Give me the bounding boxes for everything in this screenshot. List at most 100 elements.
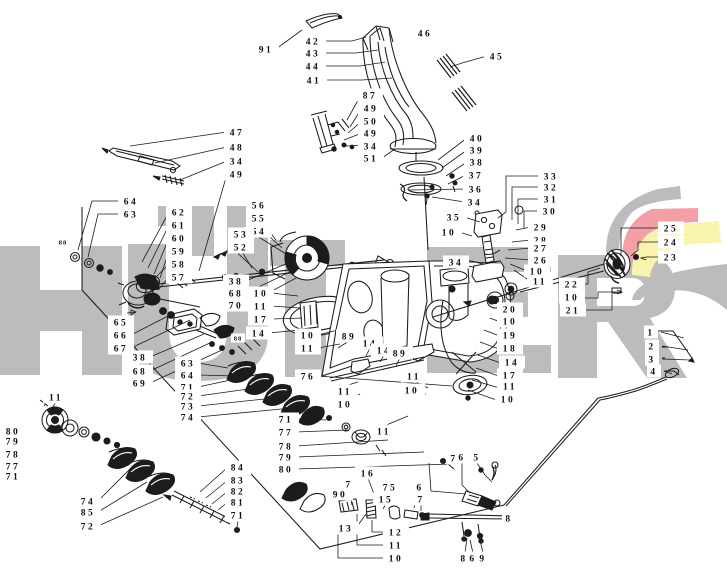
svg-text:63: 63 bbox=[181, 360, 196, 370]
svg-text:63: 63 bbox=[124, 211, 139, 221]
svg-text:53: 53 bbox=[234, 231, 249, 241]
svg-text:27: 27 bbox=[534, 245, 549, 255]
svg-text:67: 67 bbox=[114, 345, 129, 355]
svg-text:65: 65 bbox=[114, 319, 129, 329]
svg-text:34: 34 bbox=[468, 199, 483, 209]
svg-text:89: 89 bbox=[342, 333, 357, 343]
svg-text:77: 77 bbox=[279, 429, 294, 439]
svg-text:18: 18 bbox=[503, 345, 518, 355]
svg-text:56: 56 bbox=[252, 202, 267, 212]
svg-text:6: 6 bbox=[469, 555, 476, 565]
svg-text:71: 71 bbox=[6, 473, 21, 483]
svg-text:44: 44 bbox=[306, 63, 321, 73]
svg-text:54: 54 bbox=[252, 228, 267, 238]
svg-text:8: 8 bbox=[505, 515, 512, 525]
svg-text:83: 83 bbox=[231, 477, 246, 487]
svg-text:24: 24 bbox=[664, 239, 679, 249]
svg-text:36: 36 bbox=[469, 186, 484, 196]
svg-text:84: 84 bbox=[231, 464, 246, 474]
svg-text:19: 19 bbox=[503, 332, 518, 342]
svg-text:82: 82 bbox=[231, 488, 246, 498]
svg-text:10: 10 bbox=[501, 396, 516, 406]
svg-text:11: 11 bbox=[407, 373, 421, 383]
svg-text:20: 20 bbox=[503, 306, 518, 316]
svg-text:30: 30 bbox=[543, 208, 558, 218]
svg-text:23: 23 bbox=[664, 254, 679, 264]
svg-text:42: 42 bbox=[306, 38, 321, 48]
svg-text:69: 69 bbox=[133, 380, 148, 390]
svg-text:14: 14 bbox=[377, 347, 392, 357]
svg-text:57: 57 bbox=[172, 274, 187, 284]
svg-text:17: 17 bbox=[254, 316, 269, 326]
svg-text:38: 38 bbox=[229, 278, 244, 288]
svg-text:64: 64 bbox=[181, 372, 196, 382]
svg-text:78: 78 bbox=[6, 451, 21, 461]
svg-text:52: 52 bbox=[234, 244, 249, 254]
svg-text:64: 64 bbox=[124, 198, 139, 208]
svg-text:78: 78 bbox=[279, 443, 294, 453]
svg-text:74: 74 bbox=[81, 498, 96, 508]
svg-text:79: 79 bbox=[6, 438, 21, 448]
svg-text:32: 32 bbox=[544, 184, 559, 194]
svg-text:72: 72 bbox=[81, 523, 96, 533]
svg-text:72: 72 bbox=[181, 393, 196, 403]
svg-text:88: 88 bbox=[234, 336, 243, 343]
svg-text:40: 40 bbox=[470, 135, 485, 145]
svg-text:61: 61 bbox=[172, 222, 187, 232]
svg-text:8: 8 bbox=[460, 555, 467, 565]
svg-text:2: 2 bbox=[648, 343, 655, 353]
svg-text:75: 75 bbox=[383, 484, 398, 494]
svg-text:80: 80 bbox=[6, 428, 21, 438]
svg-text:48: 48 bbox=[230, 144, 245, 154]
svg-text:41: 41 bbox=[307, 77, 322, 87]
svg-text:11: 11 bbox=[503, 383, 517, 393]
svg-text:10: 10 bbox=[301, 332, 316, 342]
svg-text:47: 47 bbox=[230, 129, 245, 139]
svg-text:11: 11 bbox=[254, 303, 268, 313]
svg-text:62: 62 bbox=[172, 209, 187, 219]
svg-text:7: 7 bbox=[345, 481, 352, 491]
svg-text:90: 90 bbox=[333, 491, 348, 501]
svg-text:34: 34 bbox=[230, 158, 245, 168]
svg-text:91: 91 bbox=[259, 46, 274, 56]
svg-text:45: 45 bbox=[490, 53, 505, 63]
svg-text:68: 68 bbox=[229, 290, 244, 300]
svg-text:71: 71 bbox=[181, 384, 196, 394]
svg-text:81: 81 bbox=[231, 499, 246, 509]
svg-text:12: 12 bbox=[389, 529, 404, 539]
svg-text:80: 80 bbox=[279, 466, 294, 476]
svg-text:7: 7 bbox=[450, 455, 457, 465]
svg-text:10: 10 bbox=[565, 294, 580, 304]
svg-text:26: 26 bbox=[534, 257, 549, 267]
svg-text:6: 6 bbox=[458, 454, 465, 464]
svg-text:73: 73 bbox=[181, 403, 196, 413]
svg-text:38: 38 bbox=[133, 354, 148, 364]
svg-text:10: 10 bbox=[530, 268, 545, 278]
svg-text:21: 21 bbox=[566, 307, 581, 317]
svg-text:59: 59 bbox=[172, 248, 187, 258]
svg-text:71: 71 bbox=[231, 512, 246, 522]
svg-text:66: 66 bbox=[114, 332, 129, 342]
svg-text:50: 50 bbox=[364, 118, 379, 128]
svg-text:11: 11 bbox=[301, 345, 315, 355]
svg-text:10: 10 bbox=[503, 318, 518, 328]
svg-text:29: 29 bbox=[534, 224, 549, 234]
svg-text:10: 10 bbox=[254, 290, 269, 300]
svg-text:11: 11 bbox=[338, 388, 352, 398]
svg-text:71: 71 bbox=[279, 416, 294, 426]
svg-text:10: 10 bbox=[405, 387, 420, 397]
svg-text:49: 49 bbox=[364, 105, 379, 115]
svg-text:4: 4 bbox=[650, 368, 657, 378]
svg-text:14: 14 bbox=[505, 359, 520, 369]
svg-text:9: 9 bbox=[479, 555, 486, 565]
svg-text:3: 3 bbox=[648, 356, 655, 366]
svg-text:11: 11 bbox=[533, 278, 547, 288]
svg-text:25: 25 bbox=[664, 225, 679, 235]
svg-text:58: 58 bbox=[172, 261, 187, 271]
svg-text:34: 34 bbox=[364, 143, 379, 153]
svg-text:14: 14 bbox=[363, 340, 378, 350]
svg-text:89: 89 bbox=[393, 350, 408, 360]
svg-text:1: 1 bbox=[647, 329, 654, 339]
svg-text:31: 31 bbox=[544, 196, 559, 206]
svg-text:51: 51 bbox=[364, 155, 379, 165]
